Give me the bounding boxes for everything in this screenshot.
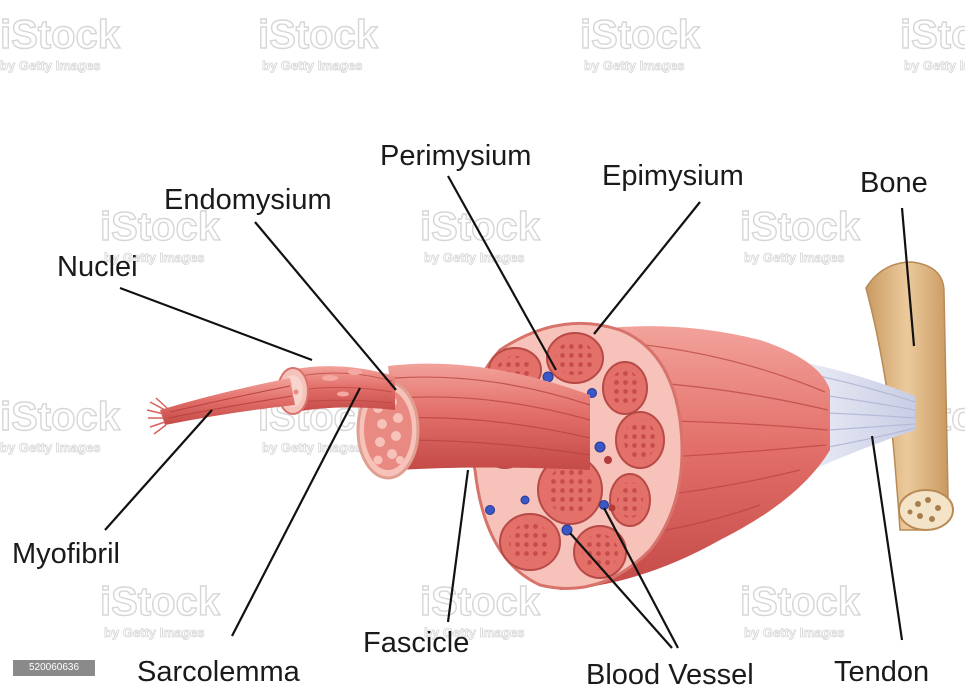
watermark: iStock	[420, 205, 541, 249]
watermark: by Getty Images	[0, 440, 100, 455]
leader-myofibril	[105, 410, 212, 530]
watermark: by Getty Images	[744, 625, 844, 640]
watermark: iStock	[258, 13, 379, 57]
label-sarcolemma: Sarcolemma	[137, 656, 301, 688]
label-fascicle: Fascicle	[363, 627, 469, 659]
label-myofibril: Myofibril	[12, 538, 120, 570]
watermark: iStock	[0, 395, 121, 439]
label-perimysium: Perimysium	[380, 140, 531, 172]
leader-epimysium	[594, 202, 700, 334]
leader-nuclei	[120, 288, 312, 360]
image-id-badge: 520060636	[13, 660, 95, 676]
watermark: by Getty Images	[262, 440, 362, 455]
watermark: by Getty Images	[104, 625, 204, 640]
label-blood-vessel: Blood Vessel	[586, 659, 754, 690]
watermark: by Getty Images	[0, 58, 100, 73]
watermark: iStock	[740, 580, 861, 624]
watermark: by Getty Images	[262, 58, 362, 73]
watermark: by Getty Images	[904, 58, 965, 73]
label-nuclei: Nuclei	[57, 251, 138, 283]
watermark: by Getty Images	[424, 250, 524, 265]
muscle-fiber-illustration	[278, 366, 395, 414]
watermark: iStock	[100, 580, 221, 624]
watermark: by Getty Images	[744, 250, 844, 265]
watermark: iStock	[0, 13, 121, 57]
watermark: iStock	[900, 13, 965, 57]
watermark: iStock	[740, 205, 861, 249]
watermark: iStock	[580, 13, 701, 57]
label-epimysium: Epimysium	[602, 160, 744, 192]
label-tendon: Tendon	[834, 656, 929, 688]
label-endomysium: Endomysium	[164, 184, 332, 216]
watermark: by Getty Images	[584, 58, 684, 73]
watermark-group: iStock by Getty Images iStock by Getty I…	[0, 13, 965, 640]
label-bone: Bone	[860, 167, 928, 199]
watermark: iStock	[420, 580, 541, 624]
leader-endomysium	[255, 222, 396, 390]
